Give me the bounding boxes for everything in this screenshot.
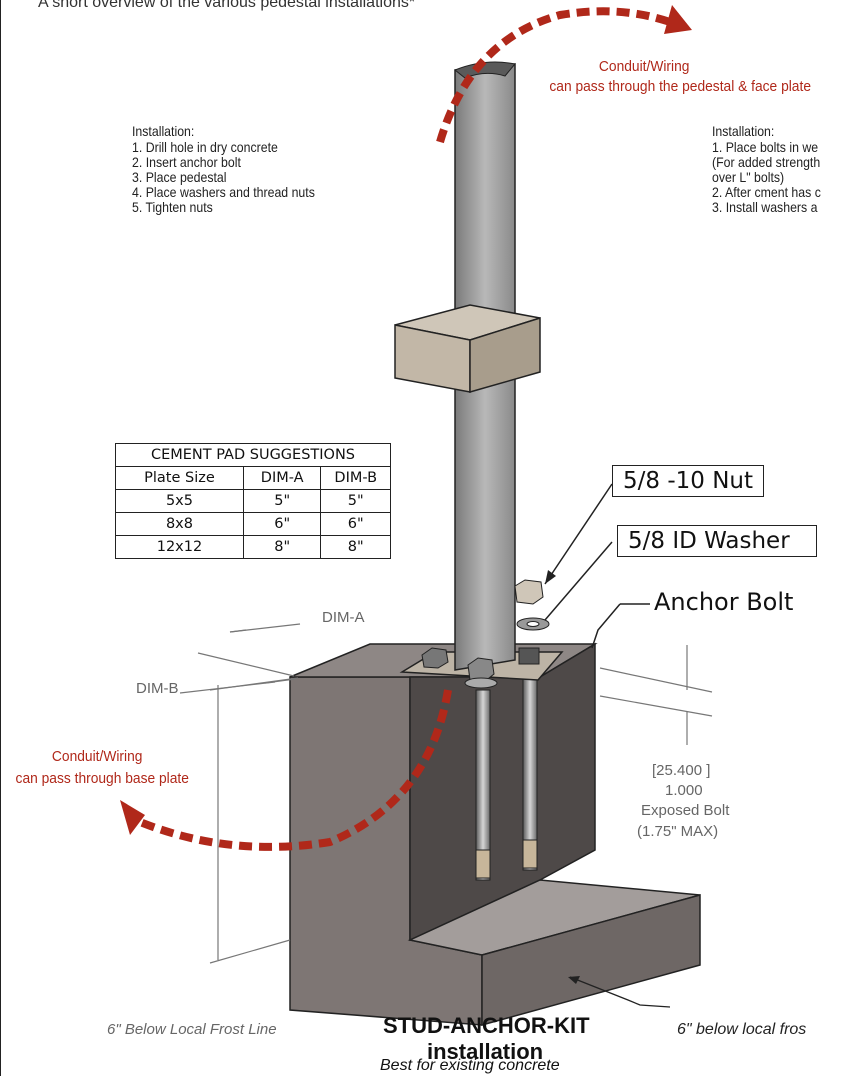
washer-callout: 5/8 ID Washer	[617, 525, 817, 557]
table-title: CEMENT PAD SUGGESTIONS	[115, 443, 391, 467]
nut-callout: 5/8 -10 Nut	[612, 465, 765, 497]
right-install-step: 3. Install washers a	[712, 199, 818, 215]
plate-nuts	[421, 647, 540, 689]
table-cell: 8"	[242, 535, 322, 559]
table-cell: 8x8	[115, 512, 244, 536]
dim-b-label: DIM-B	[136, 680, 179, 697]
exposed-mm-value: 25.400	[656, 762, 703, 779]
table-header: DIM-B	[320, 466, 391, 490]
right-install-heading: Installation:	[712, 123, 775, 139]
left-install-step: 2. Insert anchor bolt	[132, 154, 241, 170]
left-install-step: 3. Place pedestal	[132, 169, 227, 185]
title-line2: installation	[427, 1039, 544, 1064]
conduit-base-line1: Conduit/Wiring	[51, 748, 143, 765]
left-install-step: 1. Drill hole in dry concrete	[132, 139, 278, 155]
washer-leader	[544, 541, 613, 621]
left-install-step: 5. Tighten nuts	[132, 199, 213, 215]
table-header: DIM-A	[242, 466, 322, 490]
frost-leader	[569, 976, 671, 1008]
conduit-top-line1: Conduit/Wiring	[598, 58, 690, 75]
nut-leader	[544, 483, 613, 585]
dim-a-label: DIM-A	[322, 609, 365, 626]
cement-pad-table: CEMENT PAD SUGGESTIONS Plate Size DIM-A …	[115, 443, 391, 559]
table-cell: 6"	[320, 512, 391, 536]
table-cell: 5"	[320, 489, 391, 513]
dimension-lines	[179, 623, 713, 964]
face-plate-collar	[394, 304, 541, 393]
loose-nut	[514, 579, 544, 605]
frost-line-left: 6" Below Local Frost Line	[107, 1021, 277, 1038]
exposed-label: Exposed Bolt	[641, 802, 730, 819]
intro-text: A short overview of the various pedestal…	[38, 0, 416, 11]
right-install-step: (For added strength	[712, 154, 821, 170]
concrete-block	[289, 642, 701, 1026]
exposed-mm: [25.400 ]	[652, 762, 711, 779]
conduit-base-line2: can pass through base plate	[15, 770, 189, 787]
table-cell: 6"	[242, 512, 322, 536]
left-install-step: 4. Place washers and thread nuts	[132, 184, 315, 200]
table-cell: 12x12	[115, 535, 244, 559]
table-header: Plate Size	[115, 466, 244, 490]
right-install-step: 2. After cment has c	[712, 184, 821, 200]
conduit-top-line2: can pass through the pedestal & face pla…	[549, 78, 811, 95]
table-cell: 5"	[242, 489, 322, 513]
table-cell: 5x5	[115, 489, 244, 513]
right-install-step: over L" bolts)	[712, 169, 785, 185]
frost-line-right: 6" below local fros	[677, 1021, 807, 1038]
title-line1: STUD-ANCHOR-KIT	[383, 1013, 590, 1038]
anchor-bolt-label: Anchor Bolt	[654, 588, 794, 616]
right-install-step: 1. Place bolts in we	[712, 139, 819, 155]
exposed-max: (1.75" MAX)	[637, 823, 719, 840]
conduit-arc-base	[138, 689, 452, 851]
table-cell: 8"	[320, 535, 391, 559]
anchor-leader	[591, 603, 621, 649]
exposed-inch: 1.000	[665, 782, 703, 799]
subtitle: Best for existing concrete	[380, 1057, 560, 1074]
left-install-heading: Installation:	[132, 123, 195, 139]
